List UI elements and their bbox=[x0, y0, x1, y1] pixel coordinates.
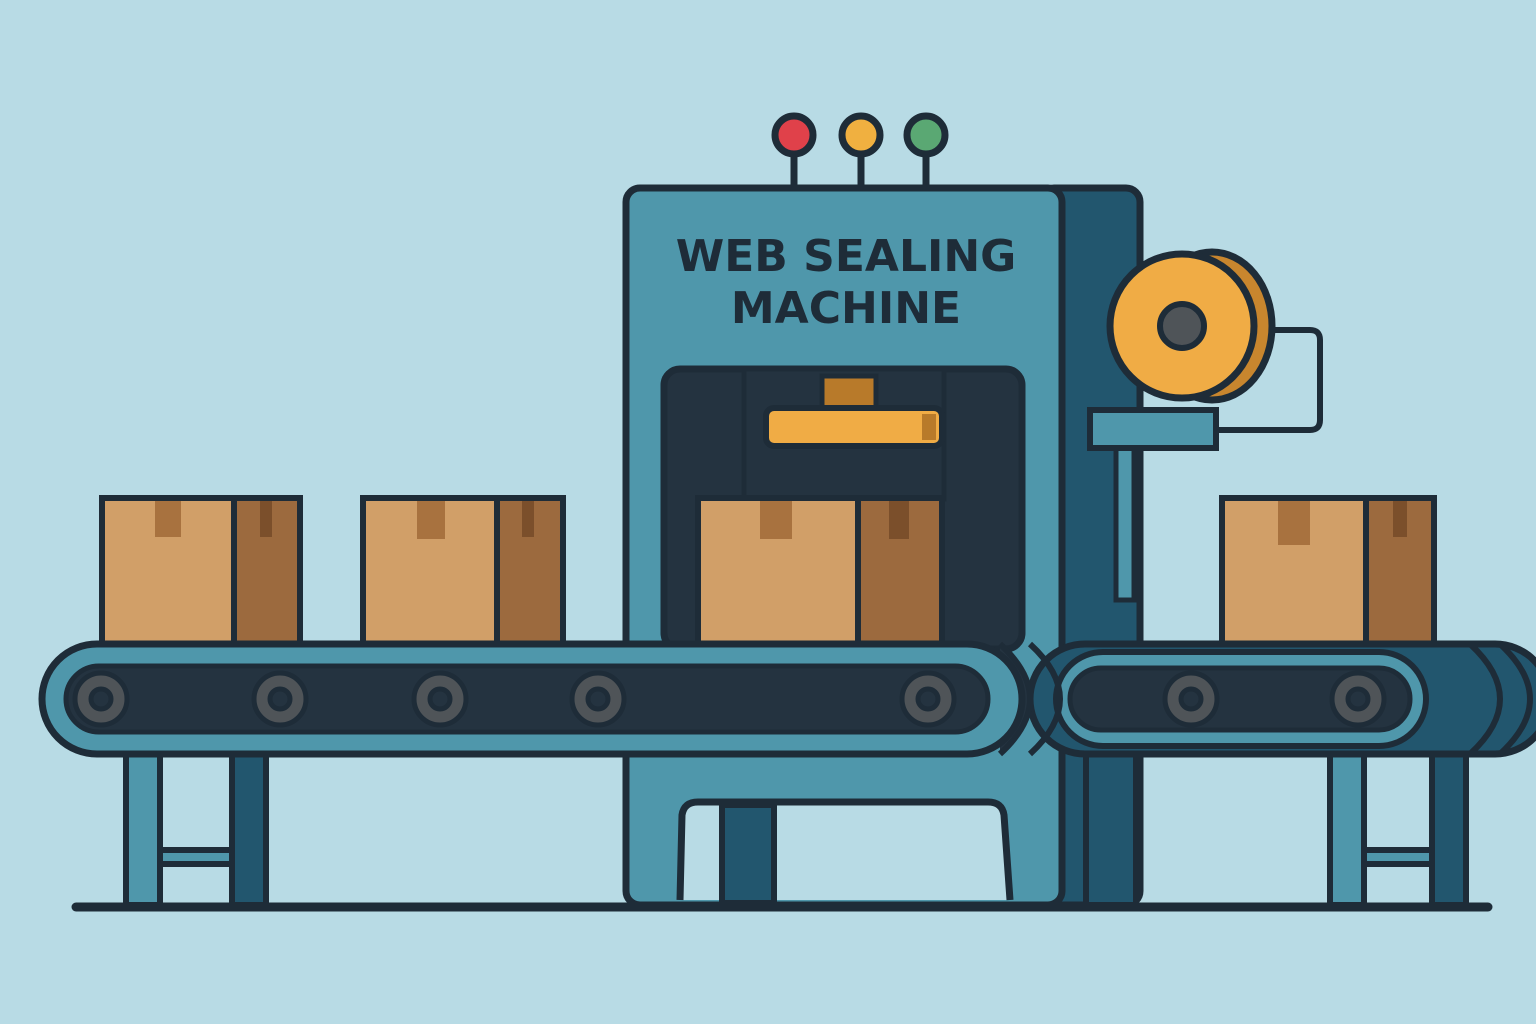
box-4 bbox=[1219, 495, 1437, 647]
green-light bbox=[903, 112, 949, 158]
machine-title-line2: MACHINE bbox=[731, 283, 961, 334]
sealer-head-mount bbox=[819, 373, 879, 413]
box-1 bbox=[99, 495, 303, 647]
yellow-light bbox=[838, 112, 884, 158]
box-2 bbox=[360, 495, 566, 647]
indicator-lights bbox=[771, 112, 949, 188]
red-light bbox=[771, 112, 817, 158]
conveyor-rollers bbox=[72, 670, 1387, 728]
box-3 bbox=[695, 495, 945, 647]
tape-feed-line bbox=[1200, 327, 1323, 433]
tape-dispenser bbox=[1087, 248, 1323, 451]
machine-title-line1: WEB SEALING bbox=[676, 231, 1017, 282]
sealer-head-bar bbox=[763, 405, 945, 449]
tape-arm-rod bbox=[1113, 437, 1137, 603]
tape-bracket bbox=[1087, 407, 1219, 451]
tape-roll-hub bbox=[1157, 301, 1207, 351]
sealer-head-bar-end bbox=[922, 414, 936, 440]
machine-center-leg bbox=[719, 802, 777, 906]
right-conveyor bbox=[1026, 640, 1536, 758]
